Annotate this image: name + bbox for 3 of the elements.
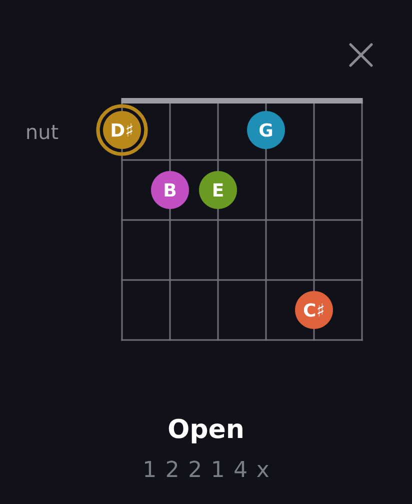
nut-label: nut xyxy=(27,124,58,140)
fingering-text: 1 2 2 1 4 x xyxy=(145,460,269,477)
chord-title: Open xyxy=(168,418,242,444)
